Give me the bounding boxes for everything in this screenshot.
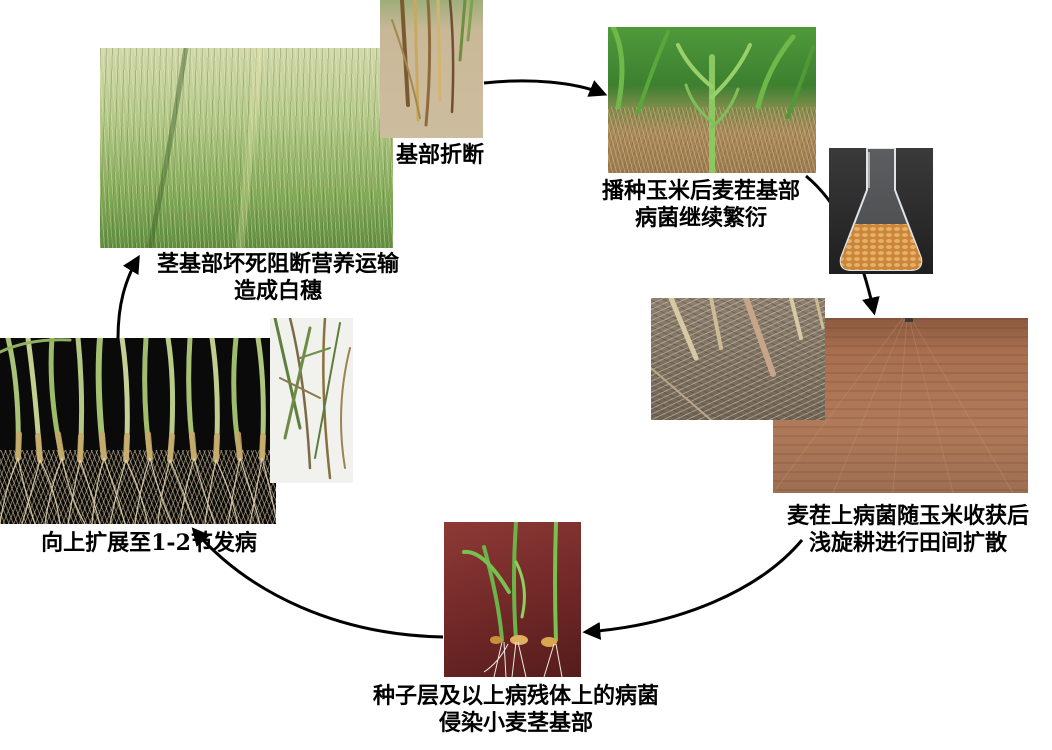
stubble-stems — [651, 298, 825, 420]
caption-infection: 种子层及以上病残体上的病菌 侵染小麦茎基部 — [356, 683, 676, 737]
corn-over-wheat-stubble-photo — [608, 27, 816, 173]
culture-flask — [839, 148, 923, 271]
arrow-tilled-field-to-seedling — [582, 539, 804, 640]
broken-stems — [391, 0, 474, 127]
dried-leaves — [273, 318, 351, 480]
infected-seedling-photo — [444, 522, 581, 677]
caption-corn-sowing: 播种玉米后麦茬基部 病菌继续繁衍 — [581, 178, 821, 232]
flask-culture-photo — [829, 148, 933, 274]
tillage-rows — [773, 318, 1014, 493]
caption-infection-line-1: 种子层及以上病残体上的病菌 — [372, 683, 659, 709]
caption-spread: 麦茬上病菌随玉米收获后 浅旋耕进行田间扩散 — [773, 503, 1043, 557]
caption-whitehead: 茎基部坏死阻断营养运输 造成白穗 — [138, 251, 418, 305]
tractor-track — [147, 48, 264, 248]
corn-plants — [610, 27, 815, 173]
seedlings — [462, 522, 563, 677]
diseased-roots-photo — [0, 338, 276, 524]
dried-wheat-plant-photo — [270, 318, 353, 483]
wheat-stubble-closeup-photo — [651, 298, 825, 420]
broken-stem-base-photo — [380, 0, 483, 138]
caption-upward-spread-line-1: 向上扩展至1-2节发病 — [41, 530, 257, 556]
wheat-field-whitehead-photo — [100, 48, 393, 248]
caption-spread-line-2: 浅旋耕进行田间扩散 — [808, 530, 1007, 556]
caption-stem-break-line-1: 基部折断 — [395, 142, 484, 168]
caption-infection-line-2: 侵染小麦茎基部 — [438, 710, 593, 736]
caption-stem-break: 基部折断 — [380, 142, 500, 169]
arrow-roots-to-whitehead — [116, 254, 140, 339]
caption-whitehead-line-2: 造成白穗 — [233, 278, 322, 304]
arrow-stem-break-to-corn — [483, 79, 608, 97]
caption-corn-sowing-line-1: 播种玉米后麦茬基部 — [601, 178, 800, 204]
caption-spread-line-1: 麦茬上病菌随玉米收获后 — [786, 503, 1029, 529]
wheat-stems-roots — [0, 338, 276, 524]
caption-whitehead-line-1: 茎基部坏死阻断营养运输 — [156, 251, 399, 277]
caption-corn-sowing-line-2: 病菌继续繁衍 — [634, 205, 767, 231]
caption-upward-spread: 向上扩展至1-2节发病 — [19, 530, 279, 557]
